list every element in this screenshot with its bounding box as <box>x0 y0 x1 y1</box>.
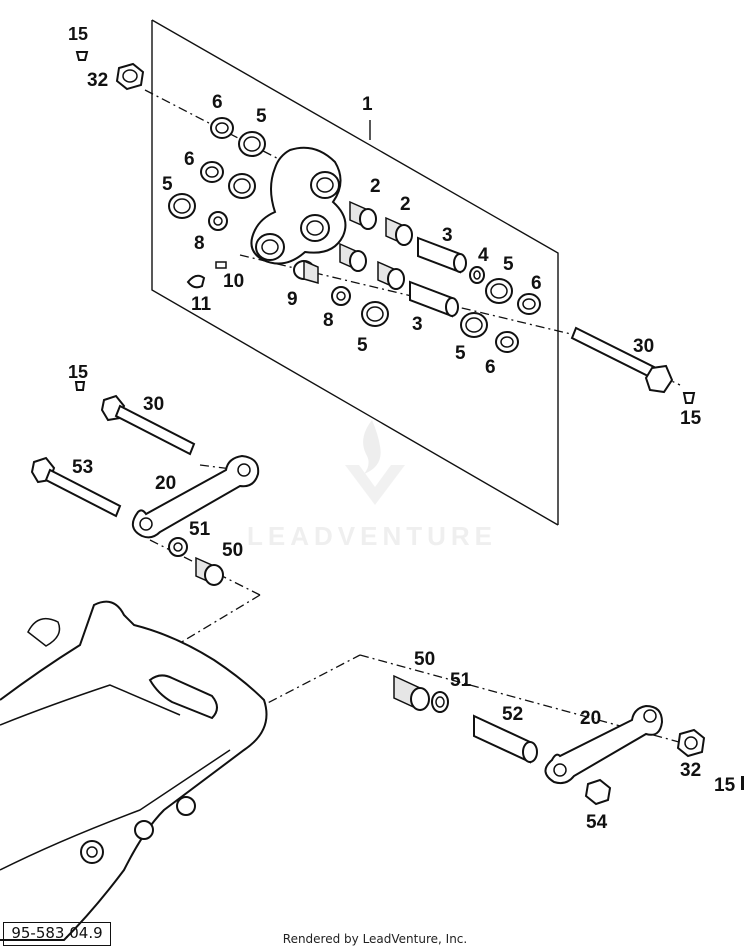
callout-15: 15 <box>68 362 88 382</box>
part-20-tie-rod-right <box>544 704 664 785</box>
callout-3: 3 <box>412 314 423 335</box>
callout-2: 2 <box>370 176 381 197</box>
part-53-bolt <box>30 456 122 518</box>
watermark-flame-icon <box>363 420 381 474</box>
callout-9: 9 <box>287 289 298 310</box>
swingarm-frame <box>0 600 268 941</box>
part-15-cap-top <box>75 51 89 61</box>
reference-number: 95-583.04.9 <box>11 924 103 942</box>
callout-2: 2 <box>400 194 411 215</box>
render-credit: Rendered by LeadVenture, Inc. <box>282 932 468 946</box>
edge-mark <box>741 776 744 790</box>
callout-6: 6 <box>531 273 542 294</box>
part-30-bolt-right <box>570 326 674 394</box>
part-6-seal-4 <box>495 331 519 353</box>
callout-50: 50 <box>222 540 243 561</box>
watermark-text: LEADVENTURE <box>247 521 497 551</box>
part-3-sleeve-1 <box>417 236 467 274</box>
callout-1: 1 <box>362 94 373 115</box>
part-50-bearing-right <box>393 674 430 712</box>
callout-6: 6 <box>212 92 223 113</box>
part-5-bearing-6 <box>361 301 389 327</box>
callout-20: 20 <box>155 473 176 494</box>
part-4-washer <box>469 266 485 284</box>
part-9-bushing <box>293 259 319 284</box>
callout-5: 5 <box>256 106 267 127</box>
part-6-seal-1 <box>210 117 234 139</box>
callout-53: 53 <box>72 457 93 478</box>
callout-51: 51 <box>450 670 472 691</box>
part-2-needle-bearing-1 <box>349 200 377 230</box>
callout-5: 5 <box>503 254 514 275</box>
part-20-tie-rod-left <box>131 454 260 539</box>
part-54-nut <box>584 778 612 806</box>
part-51-seal-right <box>431 691 449 713</box>
callout-5: 5 <box>357 335 368 356</box>
callout-15: 15 <box>68 24 88 44</box>
callout-30: 30 <box>143 394 164 415</box>
callout-3: 3 <box>442 225 453 246</box>
part-50-bearing-left <box>195 556 224 586</box>
reference-number-box: 95-583.04.9 <box>3 922 111 946</box>
callout-50: 50 <box>414 649 435 670</box>
part-5-bearing-3 <box>168 193 196 219</box>
part-11-cap <box>186 274 206 289</box>
callout-52: 52 <box>502 704 523 725</box>
watermark-v-icon <box>345 465 405 505</box>
part-52-sleeve <box>473 714 538 764</box>
callout-6: 6 <box>485 357 496 378</box>
callout-51: 51 <box>189 519 211 540</box>
callout-8: 8 <box>323 310 334 331</box>
part-30-bolt-left <box>100 394 196 456</box>
callout-6: 6 <box>184 149 195 170</box>
part-5-bearing-2 <box>228 173 256 199</box>
callout-5: 5 <box>162 174 173 195</box>
part-5-bearing-4 <box>485 278 513 304</box>
callout-32: 32 <box>87 70 108 91</box>
callout-54: 54 <box>586 812 608 833</box>
part-2-needle-bearing-3 <box>339 242 367 272</box>
callout-20: 20 <box>580 708 601 729</box>
part-32-nut-top <box>115 62 145 91</box>
part-10-grease-nipple <box>215 261 227 269</box>
part-3-sleeve-2 <box>409 280 459 318</box>
part-51-seal-left <box>168 537 188 557</box>
callout-11: 11 <box>191 294 212 315</box>
assembly-group-frame <box>151 19 559 526</box>
part-2-needle-bearing-2 <box>385 216 413 246</box>
leader-lines <box>134 89 691 746</box>
part-6-seal-2 <box>200 161 224 183</box>
callout-5: 5 <box>455 343 466 364</box>
part-5-bearing-5 <box>460 312 488 338</box>
part-8-spacer-1 <box>208 211 228 231</box>
part-15-cap-right <box>682 392 696 404</box>
callout-32: 32 <box>680 760 701 781</box>
part-1-linkage-lever <box>250 146 347 265</box>
callout-15: 15 <box>714 775 736 796</box>
leadventure-watermark: LEADVENTURE <box>247 420 497 551</box>
callout-8: 8 <box>194 233 205 254</box>
callout-30: 30 <box>633 336 654 357</box>
part-5-bearing-1 <box>238 131 266 157</box>
part-6-seal-3 <box>517 293 541 315</box>
callout-4: 4 <box>478 245 489 266</box>
part-8-spacer-2 <box>331 286 351 306</box>
part-15-cap-left <box>74 381 86 391</box>
part-2-needle-bearing-4 <box>377 260 405 290</box>
callout-10: 10 <box>223 271 244 292</box>
part-32-nut-right <box>676 728 706 758</box>
callout-15: 15 <box>680 408 702 429</box>
callout-labels: 15 32 1 6 5 6 5 2 2 3 4 5 6 8 10 11 9 8 … <box>68 24 736 833</box>
